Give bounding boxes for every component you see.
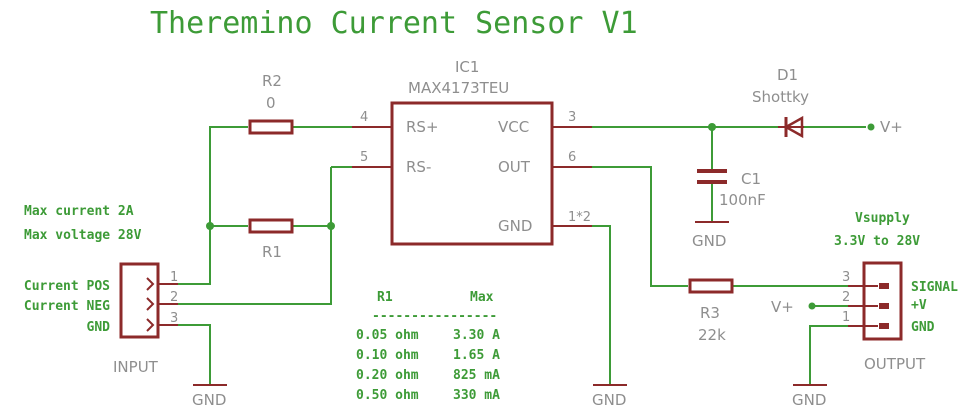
max-voltage-note: Max voltage 28V <box>24 228 142 243</box>
diagram-title: Theremino Current Sensor V1 <box>150 6 638 41</box>
table-cell-r1: 0.20 ohm <box>356 368 419 383</box>
vplus-label: V+ <box>880 118 903 136</box>
output-connector-body <box>862 261 903 341</box>
r3-ref: R3 <box>700 304 720 322</box>
ic1-pin-number: 5 <box>360 150 368 165</box>
ic1-body <box>390 101 554 246</box>
diode-triangle <box>783 115 804 139</box>
wires <box>178 126 866 385</box>
vsupply-note: Vsupply <box>855 211 910 226</box>
c1-value: 100nF <box>719 191 766 209</box>
chevron-right-icon <box>146 318 155 332</box>
junction-dot <box>206 222 214 230</box>
wire-ic-gnd <box>592 225 611 385</box>
table-separator: ---------------- <box>372 309 497 324</box>
gnd-label: GND <box>692 232 726 250</box>
table-cell-max: 1.65 A <box>453 348 500 363</box>
capacitor-c1 <box>697 169 727 184</box>
ic1-pin-gnd: GND <box>498 217 532 235</box>
resistor-r1 <box>248 218 294 234</box>
table-cell-r1: 0.05 ohm <box>356 328 419 343</box>
c1-ref: C1 <box>741 170 761 188</box>
table-cell-max: 330 mA <box>453 388 500 403</box>
table-cell-r1: 0.50 ohm <box>356 388 419 403</box>
output-signal-label: SIGNAL <box>911 280 958 295</box>
output-signal-label: +V <box>911 298 927 313</box>
ic1-pin-number: 3 <box>568 110 576 125</box>
ground-symbols <box>193 221 827 386</box>
wire-current-neg <box>178 167 332 305</box>
resistor-r2 <box>248 119 294 135</box>
output-vplus-label: V+ <box>771 298 794 316</box>
ic1-pin-rsn: RS- <box>406 158 431 176</box>
junction-dot <box>708 123 716 131</box>
ic1-value: MAX4173TEU <box>408 79 509 97</box>
connector-pin <box>879 283 889 289</box>
output-connector <box>848 261 903 341</box>
input-signal-label: Current POS <box>24 279 110 294</box>
d1-value: Shottky <box>752 88 809 106</box>
connector-pin <box>879 323 889 329</box>
vplus-dot <box>867 123 875 131</box>
resistor-r3 <box>688 278 734 294</box>
r3-value: 22k <box>698 326 726 344</box>
chevron-right-icon <box>146 277 155 291</box>
ic1-pin-rsp: RS+ <box>406 118 439 136</box>
input-connector-body <box>119 262 160 339</box>
junctions <box>206 123 875 310</box>
ic1 <box>352 101 592 246</box>
input-connector-name: INPUT <box>113 358 159 376</box>
max-current-note: Max current 2A <box>24 204 134 219</box>
table-header-r1: R1 <box>377 290 393 305</box>
connector-pin <box>879 303 889 309</box>
table-cell-max: 3.30 A <box>453 328 500 343</box>
d1-ref: D1 <box>777 66 798 84</box>
r2-value: 0 <box>266 94 276 112</box>
ic1-pin-vcc: VCC <box>498 118 529 136</box>
gnd-label: GND <box>792 391 826 409</box>
wire-current-pos <box>178 126 248 285</box>
r1-max-table: R1 Max ---------------- 0.05 ohm 3.30 A … <box>356 290 500 403</box>
output-signal-label: GND <box>911 320 935 335</box>
ic1-pin-out: OUT <box>498 158 531 176</box>
output-pin-number: 2 <box>842 290 850 305</box>
wire-out <box>592 166 688 287</box>
ic1-pin-number: 4 <box>360 110 368 125</box>
output-pin-number: 1 <box>842 310 850 325</box>
diode-d1 <box>778 115 804 139</box>
vsupply-range-note: 3.3V to 28V <box>834 234 920 249</box>
gnd-label: GND <box>192 391 226 409</box>
chevron-right-icon <box>146 297 155 311</box>
output-pin-number: 3 <box>842 270 850 285</box>
ic1-pin-number: 6 <box>568 150 576 165</box>
ic1-pin-number: 1*2 <box>568 210 591 225</box>
input-signal-label: GND <box>87 320 111 335</box>
input-connector <box>119 262 178 339</box>
wire-input-gnd <box>178 324 211 385</box>
input-pin-number: 3 <box>170 311 178 326</box>
vplus-dot <box>808 302 816 310</box>
gnd-label: GND <box>592 391 626 409</box>
junction-dot <box>327 222 335 230</box>
table-header-max: Max <box>470 290 494 305</box>
output-connector-name: OUTPUT <box>864 355 926 373</box>
table-cell-r1: 0.10 ohm <box>356 348 419 363</box>
r2-ref: R2 <box>262 72 282 90</box>
input-pin-number: 1 <box>170 270 178 285</box>
wire-output-gnd <box>809 325 848 385</box>
r1-ref: R1 <box>262 243 282 261</box>
table-cell-max: 825 mA <box>453 368 500 383</box>
input-signal-label: Current NEG <box>24 299 110 314</box>
ic1-ref: IC1 <box>455 58 479 76</box>
input-pin-number: 2 <box>170 290 178 305</box>
